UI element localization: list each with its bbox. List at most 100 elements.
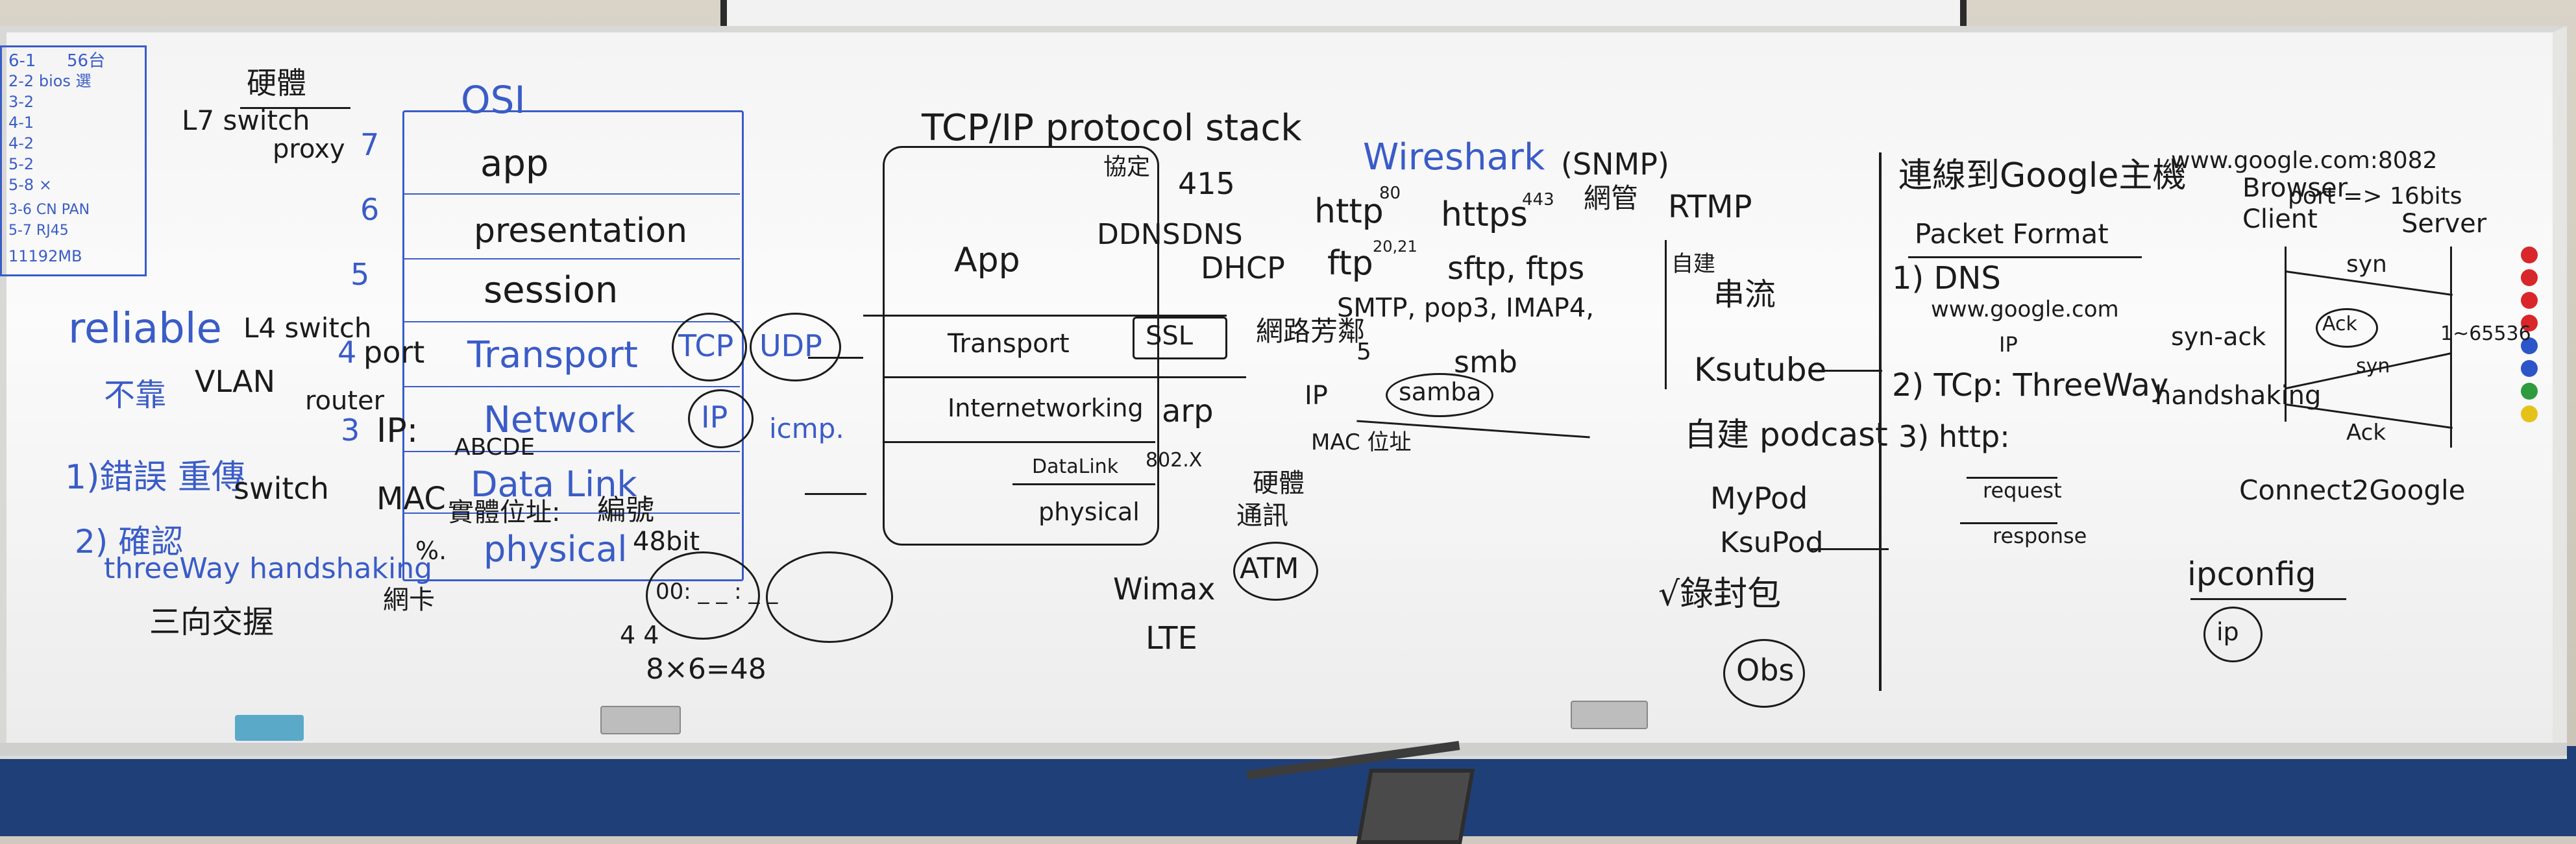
mac-sample: 00: _ _ : _ _: [656, 579, 778, 605]
layer-divider: [402, 258, 740, 259]
not-reliable-label: 不靠: [104, 377, 167, 413]
lte-label: LTE: [1146, 620, 1197, 657]
udp-label: UDP: [759, 328, 822, 363]
step1-label: 1) DNS: [1892, 260, 2001, 296]
bits-label: 4 4: [620, 621, 659, 649]
proxy-label: proxy: [273, 134, 345, 164]
underline: [2190, 598, 2346, 600]
port2021-label: 20,21: [1373, 237, 1417, 256]
layer-number: 7: [360, 127, 380, 162]
stack-layer: Transport: [948, 329, 1070, 359]
legend-line: 11192MB: [8, 247, 82, 265]
magnet-blue: [2521, 360, 2538, 377]
mac-addr-label: MAC 位址: [1311, 429, 1412, 455]
mac-example-circle-2: [766, 551, 893, 643]
n415-label: 415: [1178, 166, 1235, 201]
ack2-label: Ack: [2346, 420, 2386, 446]
ip-circle-label: IP: [701, 400, 728, 435]
switch-label: switch: [234, 471, 329, 506]
stack-divider: [883, 441, 1155, 443]
port-label: port: [363, 335, 425, 370]
osi-layer: Data Link: [471, 464, 637, 505]
magnet-green: [2521, 383, 2538, 400]
rtmp-label: RTMP: [1668, 189, 1752, 225]
obs-circle: [1723, 639, 1805, 708]
smtp-label: SMTP, pop3, IMAP4,: [1337, 293, 1594, 323]
client-label: Client: [2242, 204, 2318, 234]
legend-line: 6-1: [8, 51, 36, 71]
ip-circle-right-label: ip: [2216, 618, 2239, 646]
stack-divider: [1012, 483, 1155, 485]
osi-layer: Network: [484, 399, 635, 441]
n5-label: 5: [1356, 339, 1371, 365]
step2-label: 2) TCp: ThreeWay: [1892, 367, 2169, 404]
magnet-red: [2521, 315, 2538, 332]
layer-divider: [402, 321, 740, 322]
wimax-label: Wimax: [1113, 572, 1216, 607]
layer-divider: [402, 386, 740, 387]
port80-label: 80: [1379, 184, 1401, 203]
syn-ack-label: syn-ack: [2171, 322, 2266, 351]
section-divider: [1879, 152, 1882, 691]
port-bits-label: port => 16bits: [2288, 183, 2462, 210]
comm-label: 通訊: [1236, 501, 1288, 531]
samba-circle: [1386, 373, 1493, 417]
legend-line: 5-8 ×: [8, 176, 52, 194]
podcast-label: 自建 podcast: [1684, 416, 1888, 453]
stack-divider: [883, 376, 1246, 378]
legend-line: 2-2 bios 選: [8, 72, 92, 90]
mac-label: MAC: [376, 481, 446, 517]
stream-label: 串流: [1713, 276, 1776, 313]
underline: [240, 107, 350, 109]
l7-switch-label: L7 switch: [182, 104, 310, 136]
https-label: https: [1441, 195, 1528, 234]
request-arrow: [1967, 477, 2057, 479]
server-label: Server: [2401, 209, 2487, 239]
osi-layer: session: [484, 269, 619, 311]
vlan-label: VLAN: [195, 364, 276, 399]
hardware-comm-label: 硬體: [1253, 468, 1305, 498]
eraser-blue: [235, 715, 304, 741]
magnet-blue: [2521, 337, 2538, 354]
x8021-label: 802.X: [1146, 449, 1203, 472]
hardware-label: 硬體: [247, 66, 306, 101]
tcp-label: TCP: [678, 328, 734, 363]
mac-example-circle: [646, 551, 760, 640]
ip-label: IP:: [376, 411, 419, 450]
syn-label: syn: [2346, 251, 2387, 278]
confirm-label: 2) 確認: [75, 523, 184, 561]
response-arrow: [1960, 522, 2057, 524]
whiteboard: [0, 26, 2567, 759]
osi-layer: app: [480, 143, 549, 185]
google-label: www.google.com: [1931, 296, 2119, 322]
connect2google-label: Connect2Google: [2239, 474, 2466, 506]
physical-address-label: 實體位址:: [448, 498, 561, 527]
ddns-label: DDNS: [1097, 218, 1181, 251]
dns-label: DNS: [1181, 218, 1243, 251]
osi-layer: presentation: [474, 211, 688, 250]
magnet-red: [2521, 292, 2538, 309]
sftp-label: sftp, ftps: [1447, 250, 1585, 287]
nic-label: 網卡: [383, 585, 435, 615]
packet-label: Packet Format: [1915, 218, 2109, 250]
magnet-red: [2521, 247, 2538, 263]
arrow-line: [808, 357, 863, 359]
bracket-line: [1665, 240, 1667, 389]
port-range-label: 1~65536: [2440, 322, 2531, 345]
stack-layer: physical: [1038, 498, 1140, 526]
chair: [1246, 741, 1475, 844]
mypod-label: MyPod: [1710, 481, 1808, 516]
layer-divider: [402, 193, 740, 195]
dhcp-label: DHCP: [1201, 250, 1285, 285]
ack-label: Ack: [2322, 313, 2357, 335]
smb-label: smb: [1454, 344, 1517, 380]
magnet-strip: [2521, 247, 2540, 428]
tcpip-title: TCP/IP protocol stack: [922, 107, 1302, 149]
ssl-label: SSL: [1146, 321, 1194, 351]
arrow-line: [805, 493, 866, 495]
arrow-line: [1811, 370, 1882, 372]
http-label: http: [1314, 192, 1384, 231]
layer-divider: [402, 451, 740, 452]
eraser-grey-2: [1571, 701, 1648, 729]
client-lifeline: [2285, 247, 2287, 422]
